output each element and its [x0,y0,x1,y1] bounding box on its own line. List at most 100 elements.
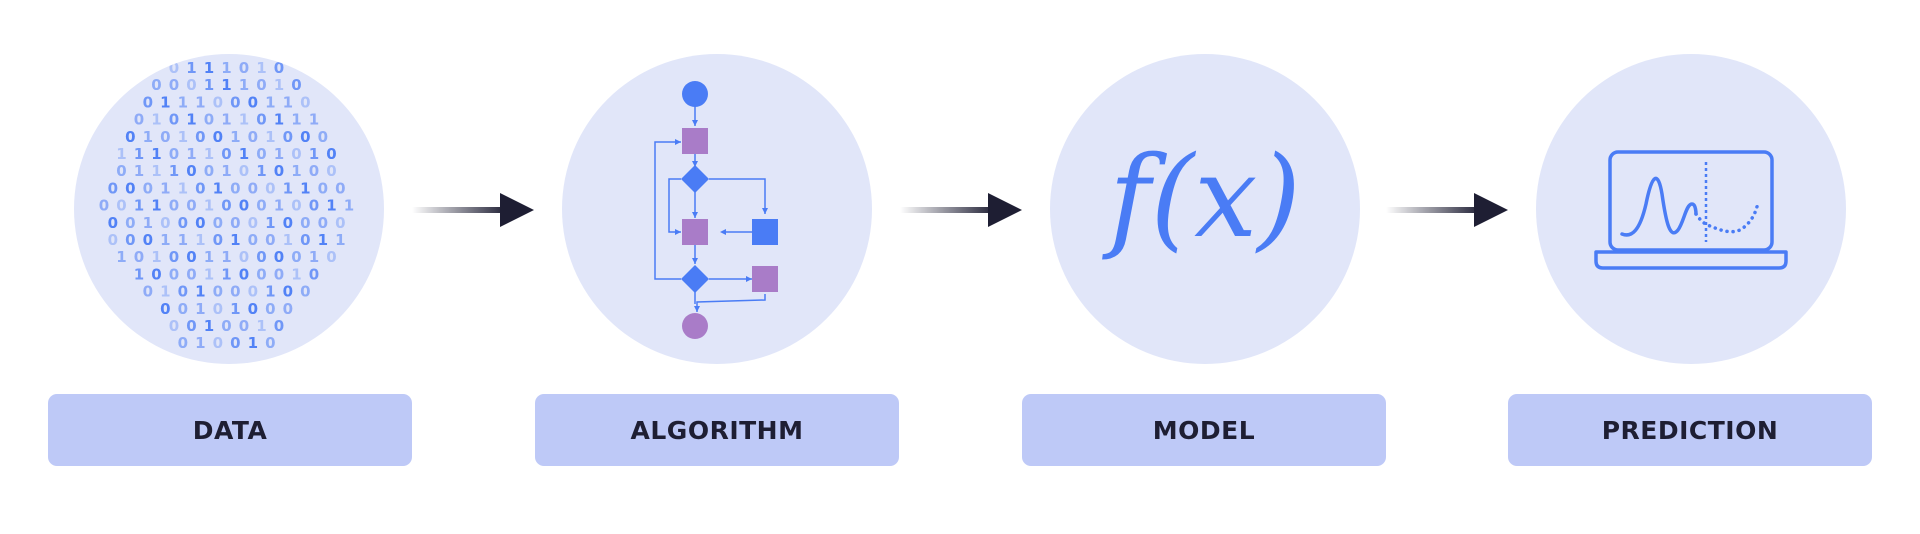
binary-digit: 0 [143,179,158,197]
binary-digit: 0 [178,283,193,301]
binary-digit: 0 [213,128,228,146]
binary-digit: 1 [318,231,333,249]
binary-digit: 1 [186,111,201,129]
binary-digit: 0 [143,283,158,301]
binary-digit: 0 [230,334,245,352]
laptop-chart-icon [1594,150,1788,270]
stage-algorithm [562,0,872,534]
binary-digit: 0 [265,179,280,197]
binary-digit: 1 [204,145,219,163]
binary-digit: 0 [300,93,315,111]
binary-digit: 0 [169,265,184,283]
binary-digit: 0 [186,248,201,266]
binary-digit: 0 [239,265,254,283]
binary-digit: 0 [169,248,184,266]
binary-digit: 1 [265,93,280,111]
binary-digit: 0 [248,300,263,318]
binary-digit: 1 [178,231,193,249]
model-circle: f(x) [1050,54,1360,364]
stage-prediction [1536,0,1846,534]
binary-digit: 0 [108,179,123,197]
binary-digit: 0 [318,128,333,146]
binary-digit: 0 [256,145,271,163]
binary-digit: 1 [239,76,254,94]
binary-digit: 1 [151,162,166,180]
binary-digit: 0 [326,248,341,266]
binary-digit: 1 [204,248,219,266]
binary-digit: 1 [221,265,236,283]
binary-digit: 1 [283,93,298,111]
binary-digit: 1 [195,231,210,249]
binary-digit: 0 [265,334,280,352]
algorithm-circle [562,54,872,364]
binary-digit: 0 [108,231,123,249]
binary-digit: 0 [151,265,166,283]
binary-digit: 1 [204,265,219,283]
binary-digit: 1 [283,231,298,249]
binary-digit: 0 [160,214,175,232]
binary-digit: 1 [291,265,306,283]
binary-digit: 1 [265,128,280,146]
binary-digit: 1 [274,76,289,94]
binary-digit: 1 [178,179,193,197]
data-label-box: DATA [48,394,412,466]
binary-digit: 0 [160,128,175,146]
binary-digit: 1 [221,59,236,77]
binary-digit: 1 [230,300,245,318]
binary-digit: 1 [221,111,236,129]
binary-digit: 1 [335,231,350,249]
binary-digit: 1 [239,111,254,129]
binary-digit: 1 [204,76,219,94]
binary-digit: 0 [169,59,184,77]
binary-digit: 0 [134,111,149,129]
binary-digit: 1 [151,248,166,266]
binary-digit: 0 [108,214,123,232]
algorithm-label-box: ALGORITHM [535,394,899,466]
binary-digit: 0 [213,334,228,352]
binary-digit: 1 [309,145,324,163]
binary-digit: 1 [230,231,245,249]
binary-digit: 1 [160,231,175,249]
binary-digit: 1 [186,59,201,77]
model-label-box: MODEL [1022,394,1386,466]
binary-digit: 0 [230,93,245,111]
binary-digit: 0 [283,300,298,318]
binary-digit: 1 [204,197,219,215]
binary-digit: 0 [239,317,254,335]
prediction-label: PREDICTION [1601,415,1779,445]
arrow-icon [900,193,1022,227]
binary-digit: 1 [195,334,210,352]
binary-digit: 0 [239,197,254,215]
binary-digit: 0 [169,197,184,215]
binary-digit: 0 [186,265,201,283]
binary-digit: 0 [283,214,298,232]
binary-digit: 0 [213,231,228,249]
binary-digit: 1 [344,197,359,215]
binary-digit: 0 [178,334,193,352]
binary-digit: 1 [151,197,166,215]
binary-digit: 1 [213,179,228,197]
binary-digit: 1 [204,317,219,335]
binary-digit: 0 [335,214,350,232]
binary-digit: 0 [318,179,333,197]
binary-digit: 0 [195,128,210,146]
binary-digit: 1 [160,93,175,111]
binary-digit: 0 [291,248,306,266]
binary-digit: 0 [248,93,263,111]
binary-digit: 0 [221,145,236,163]
binary-digit: 0 [256,111,271,129]
binary-digit: 0 [213,214,228,232]
binary-digit: 1 [134,197,149,215]
binary-digit: 0 [283,283,298,301]
binary-digit: 0 [169,145,184,163]
binary-digit: 1 [160,179,175,197]
binary-digit: 0 [300,128,315,146]
binary-digit: 0 [204,162,219,180]
data-label: DATA [192,415,268,445]
binary-digit: 1 [256,59,271,77]
binary-digit: 1 [143,214,158,232]
binary-digit: 0 [309,265,324,283]
binary-digit: 1 [274,197,289,215]
